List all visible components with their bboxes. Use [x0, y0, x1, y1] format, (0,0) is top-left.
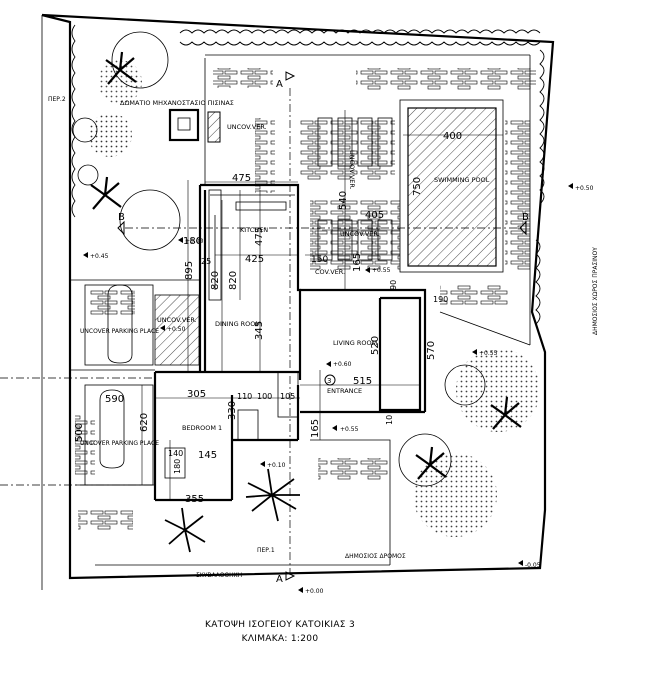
dim-620: 620: [139, 413, 150, 432]
uncov-ver-label-3: UNCOV.VER.: [340, 230, 380, 238]
dim-405: 405: [365, 210, 384, 221]
dim-190: 190: [433, 295, 448, 304]
level-4: +0.60: [333, 361, 352, 368]
dim-180-b: 180: [173, 459, 182, 474]
site-lines: [70, 54, 531, 566]
pool-machine-room-label: ΔΩΜΑΤΙΟ ΜΗΧΑΝΟΣΤΑΣΙΟ ΠΙΣΙΝΑΣ: [120, 99, 234, 107]
dim-100: 100: [257, 392, 272, 401]
dim-750: 750: [412, 177, 423, 196]
parking-area-1: [84, 284, 200, 366]
drawing-scale: ΚΛΙΜΑΚΑ: 1:200: [241, 634, 319, 644]
tree-top-left: [98, 31, 169, 104]
section-arrows: [117, 71, 527, 581]
dim-10: 10: [385, 415, 394, 425]
dim-820-b: 820: [228, 271, 239, 290]
drawing-title: ΚΑΤΟΨΗ ΙΣΟΓΕΙΟΥ ΚΑΤΟΙΚΙΑΣ 3: [205, 620, 355, 630]
cov-ver-label: COV.VER.: [315, 268, 345, 276]
uncov-ver-label-4: UNCOV.VER.: [348, 150, 356, 190]
hedge-left: [71, 24, 76, 218]
tree-right-bottom: [398, 433, 497, 537]
dim-165-b: 165: [310, 419, 321, 438]
section-lines: [0, 88, 522, 575]
dim-515: 515: [353, 376, 372, 387]
dim-425: 425: [245, 254, 264, 265]
level-2: +0.45: [90, 253, 109, 260]
dim-590: 590: [105, 394, 124, 405]
per1-label: ΠΕΡ.1: [257, 547, 275, 554]
dim-475-top: 475: [232, 173, 251, 184]
section-a-top: A: [276, 79, 283, 90]
sktv-label: ΣΚΥΒΑΛΟΘΗΚΗ: [196, 572, 242, 579]
level-6: +0.10: [267, 462, 286, 469]
dim-180: 180: [183, 236, 202, 247]
pool-machine-room: [168, 108, 221, 143]
house-walls: [153, 183, 427, 502]
kitchen-label: KITCHEN: [240, 226, 268, 234]
dim-520: 520: [370, 336, 381, 355]
dim-895: 895: [184, 261, 195, 280]
dining-room-label: DINING ROOM: [215, 320, 261, 328]
dim-345: 345: [254, 321, 265, 340]
level-5: +0.55: [340, 426, 359, 433]
dim-165-a: 165: [352, 253, 363, 272]
uncov-ver-label-1: UNCOV.VER.: [227, 123, 267, 131]
plot-boundary: [41, 13, 555, 590]
green-space-label: ΔΗΜΟΣΙΟΣ ΧΩΡΟΣ ΠΡΑΣΙΝΟΥ: [592, 247, 599, 335]
entrance-label: ENTRANCE: [327, 387, 362, 395]
hedge-top: [179, 29, 541, 46]
level-1: +0.50: [575, 185, 594, 192]
swimming-pool-label: SWIMMING POOL: [434, 176, 490, 184]
level-7: +0.00: [305, 588, 324, 595]
section-b-right: B: [522, 212, 529, 223]
road-label: ΔΗΜΟΣΙΟΣ ΔΡΟΜΟΣ: [345, 553, 406, 560]
living-room-label: LIVING ROOM: [333, 339, 377, 347]
section-b-left: B: [118, 212, 125, 223]
dim-150: 150: [311, 255, 328, 265]
tree-right-top: [444, 348, 540, 432]
dim-110: 110: [237, 392, 252, 401]
dim-105: 105: [280, 392, 295, 401]
swimming-pool: [399, 99, 504, 273]
dim-500: 500: [74, 423, 85, 442]
dim-400: 400: [443, 131, 462, 142]
entrance-number: 3: [327, 377, 331, 385]
hedge-right: [535, 49, 545, 325]
palm-trees: [164, 468, 300, 553]
uncov-ver-label-2: UNCOV.VER.: [157, 316, 197, 324]
tree-left-middle: [72, 113, 181, 251]
dim-140: 140: [168, 449, 183, 458]
dim-90: 90: [389, 280, 398, 290]
parking-label-2: UNCOVER PARKING PLACE: [80, 440, 159, 447]
section-a-bottom: A: [276, 574, 283, 585]
dimension-lines: [141, 110, 503, 501]
level-11: +0.50: [167, 326, 186, 333]
dim-145: 145: [198, 450, 217, 461]
dim-305: 305: [187, 389, 206, 400]
level-10: +0.00: [185, 238, 204, 245]
dim-540: 540: [338, 191, 349, 210]
level-8: -0.05: [525, 562, 541, 569]
dim-25: 25: [201, 257, 211, 266]
parking-label-1: UNCOVER PARKING PLACE: [80, 328, 159, 335]
dim-355: 355: [185, 494, 204, 505]
dim-820-a: 820: [210, 271, 221, 290]
dim-330: 330: [227, 401, 238, 420]
dim-475-vertical: 475: [254, 227, 265, 246]
bedroom-label: BEDROOM 1: [182, 424, 222, 432]
per2-label: ΠΕΡ.2: [48, 96, 66, 103]
level-3: +0.55: [372, 267, 391, 274]
level-markers: [83, 183, 573, 593]
dim-570: 570: [426, 341, 437, 360]
level-9: +0.55: [479, 350, 498, 357]
